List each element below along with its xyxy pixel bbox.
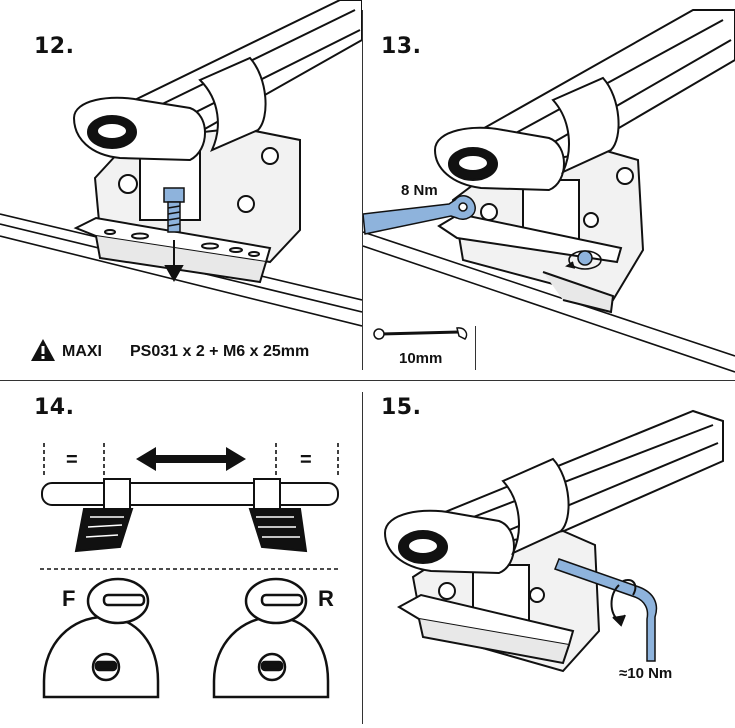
vertical-divider-top: [362, 10, 363, 370]
crossbar-side-view: [41, 478, 339, 510]
tighten-illustration: [383, 409, 724, 673]
step-number: 13.: [381, 34, 422, 59]
rear-foot-side: [248, 508, 308, 553]
front-foot-side: [74, 508, 134, 553]
roof-rack-foot-illustration: [0, 0, 362, 327]
bar-end-cap: [72, 96, 206, 162]
vertical-divider-bottom: [362, 392, 363, 724]
bar-sleeve: [551, 76, 620, 175]
step-15-panel: 15.: [363, 381, 735, 728]
torque-label: ≈10 Nm: [619, 665, 673, 682]
measurement-guides: [40, 443, 339, 570]
bar-end-cap: [433, 126, 565, 192]
torque-label: 8 Nm: [401, 182, 438, 199]
tool-size-label: 10mm: [399, 350, 443, 367]
step-14-panel: 14.: [0, 381, 362, 728]
legend-divider: [475, 326, 476, 370]
horizontal-divider: [0, 380, 735, 381]
bolt-head: [577, 250, 593, 266]
torque-bolt-illustration: [363, 9, 735, 373]
rear-label: R: [318, 586, 334, 611]
bar-sleeve: [501, 457, 570, 556]
warning-triangle-icon: [30, 338, 56, 362]
bar-sleeve: [198, 56, 267, 152]
parts-label: PS031 x 2 + M6 x 25mm: [130, 343, 310, 360]
bar-end-cap: [383, 509, 515, 575]
front-label: F: [62, 586, 76, 611]
equal-right-label: =: [300, 449, 312, 471]
roof-rail: [363, 231, 735, 373]
step-13-panel: 13.: [363, 0, 735, 380]
base-plate: [396, 593, 575, 665]
step-12-panel: 12.: [0, 0, 362, 380]
rotation-arrow-icon: [610, 579, 637, 627]
step-number: 12.: [34, 34, 75, 59]
equal-left-label: =: [66, 449, 78, 471]
rear-foot-top: [212, 577, 330, 699]
wrench-size-icon: [373, 326, 471, 342]
wrench-icon: [363, 195, 476, 235]
bolt-icon: [163, 187, 185, 233]
hex-key-icon: [554, 558, 658, 662]
positioning-illustration: [40, 443, 339, 699]
step-number: 14.: [34, 395, 75, 420]
brand-label: MAXI: [62, 343, 102, 360]
insert-arrow-icon: [164, 240, 184, 283]
step-number: 15.: [381, 395, 422, 420]
front-foot-top: [42, 577, 160, 699]
double-arrow-icon: [136, 447, 246, 471]
